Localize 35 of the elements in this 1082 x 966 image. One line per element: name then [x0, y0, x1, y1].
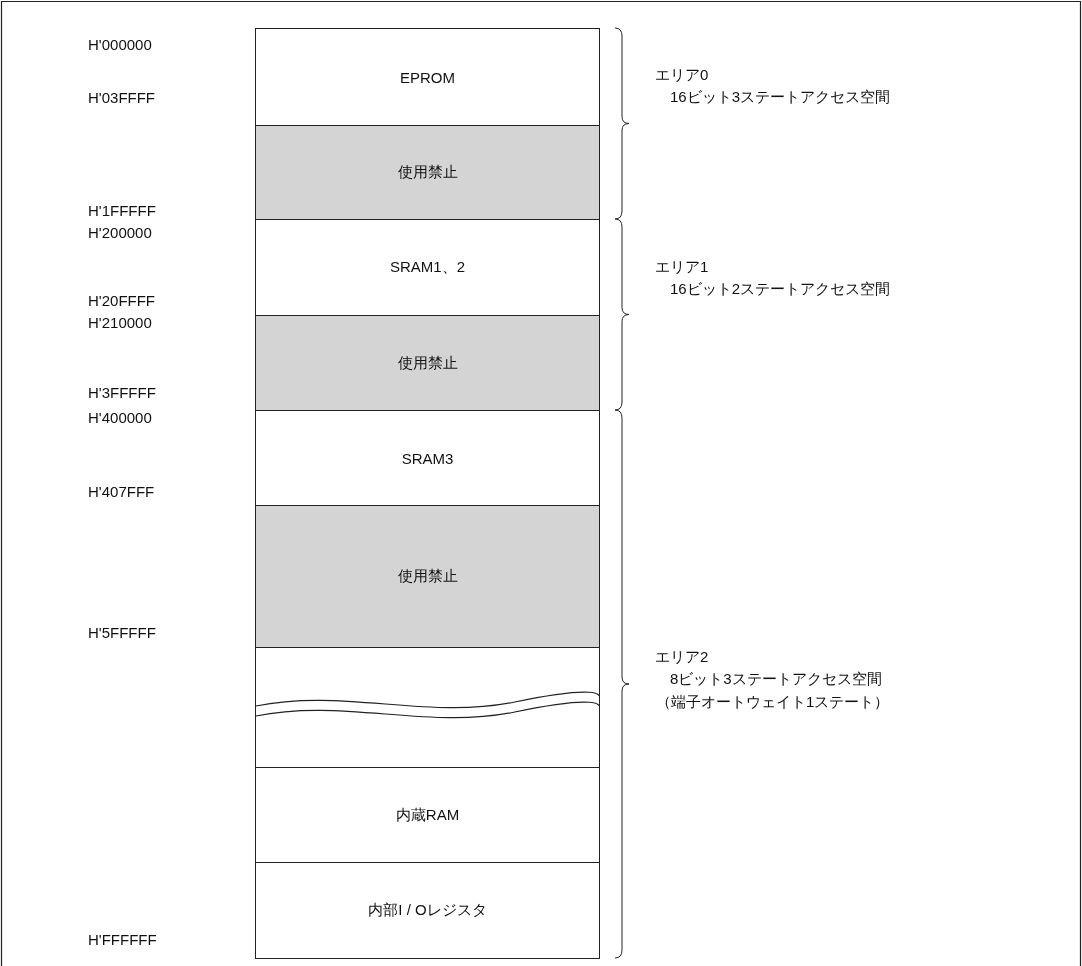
address-label: H'210000 — [88, 314, 152, 332]
memory-block — [255, 410, 600, 506]
block-label: SRAM1、2 — [390, 258, 465, 277]
area-note: （端子オートウェイト1ステート） — [656, 693, 890, 711]
area-label: エリア2 — [655, 648, 709, 666]
memory-block — [255, 315, 600, 411]
memory-block — [255, 125, 600, 220]
address-label: H'20FFFF — [88, 292, 156, 310]
block-label: EPROM — [400, 68, 455, 86]
address-label: H'400000 — [88, 409, 152, 427]
memory-block — [255, 647, 600, 768]
block-label: 使用禁止 — [397, 353, 458, 373]
area-label: エリア1 — [655, 258, 709, 276]
block-label: 内蔵RAM — [395, 805, 460, 825]
block-label: 使用禁止 — [397, 567, 458, 586]
address-label: H'1FFFFF — [88, 202, 156, 220]
area-note: 8ビット3ステートアクセス空間 — [670, 670, 882, 688]
area-note: 16ビット2ステートアクセス空間 — [670, 280, 891, 298]
address-label: H'000000 — [88, 36, 152, 54]
memory-block — [255, 28, 600, 126]
block-label: 使用禁止 — [397, 163, 458, 182]
area-label: エリア0 — [655, 66, 709, 84]
block-label: 内部I / Oレジスタ — [368, 901, 487, 920]
memory-block — [255, 767, 600, 863]
memory-block — [255, 505, 600, 648]
memory-block — [255, 862, 600, 959]
area-note: 16ビット3ステートアクセス空間 — [670, 88, 891, 106]
block-label: SRAM3 — [401, 449, 454, 467]
address-label: H'200000 — [88, 224, 152, 242]
address-label: H'407FFF — [88, 483, 155, 501]
address-label: H'5FFFFF — [88, 624, 156, 642]
address-label: H'3FFFFF — [88, 384, 156, 402]
address-label: H'03FFFF — [88, 89, 156, 107]
address-label: H'FFFFFF — [88, 931, 157, 949]
memory-block — [255, 219, 600, 316]
